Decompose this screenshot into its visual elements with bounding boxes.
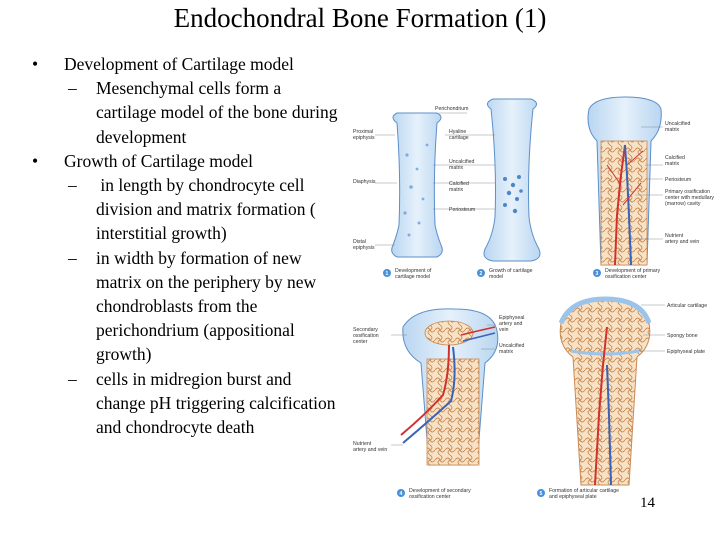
label-calcified-matrix-mid-2: matrix <box>449 187 464 193</box>
sub-bullet-midregion: – cells in midregion burst and change pH… <box>28 367 338 440</box>
sub-bullet-width: – in width by formation of new matrix on… <box>28 246 338 367</box>
sub-bullet-text: cells in midregion burst and change pH t… <box>96 368 336 438</box>
label-nutrient-artery-top-2: artery and vein <box>665 239 699 245</box>
sub-bullet-length: – in length by chondrocyte cell division… <box>28 173 338 246</box>
label-calcified-matrix-top-2: matrix <box>665 161 680 167</box>
label-epiphyseal-vessels-3: vein <box>499 327 509 333</box>
step-caption-1: 1 Development of cartilage model <box>383 268 432 280</box>
step-caption-2: 2 Growth of cartilage model <box>477 268 533 280</box>
stage-1-cartilage-model <box>391 112 443 258</box>
bullet-cartilage-model: • Development of Cartilage model <box>28 52 338 76</box>
label-uncalcified-matrix-low-2: matrix <box>499 349 514 355</box>
bullet-marker: • <box>32 150 39 171</box>
caption-line: Development of secondary <box>409 488 471 494</box>
caption-line: ossification center <box>409 494 451 500</box>
sub-bullet-marker: – <box>68 175 77 196</box>
label-periosteum-mid: Periosteum <box>449 207 475 213</box>
stage-5-articular-cartilage <box>558 296 652 486</box>
slide-title: Endochondral Bone Formation (1) <box>173 3 547 33</box>
caption-line: Growth of cartilage <box>489 268 533 274</box>
label-calcified-matrix-top: Calcified <box>665 155 685 161</box>
label-calcified-matrix-mid: Calcified <box>449 181 469 187</box>
label-primary-ossification: Primary ossification <box>665 189 710 195</box>
caption-line: Development of primary <box>605 268 660 274</box>
bullet-text: Growth of Cartilage model <box>64 150 254 171</box>
label-epiphyseal-plate: Epiphyseal plate <box>667 349 705 355</box>
label-uncalcified-matrix-top: Uncalcified <box>665 121 690 127</box>
label-secondary-ossification: Secondary <box>353 327 378 333</box>
sub-bullet-text: Mesenchymal cells form a cartilage model… <box>96 78 338 147</box>
step-number: 4 <box>400 491 403 497</box>
label-nutrient-artery-top: Nutrient <box>665 233 684 239</box>
bone-formation-figure: Perichondrium Proximal epiphysis Hyaline… <box>353 96 714 500</box>
caption-line: and epiphyseal plate <box>549 494 597 500</box>
sub-bullet-marker: – <box>68 247 77 268</box>
step-caption-3: 3 Development of primary ossification ce… <box>593 268 660 280</box>
label-uncalcified-matrix-low: Uncalcified <box>499 343 524 349</box>
sub-bullet-text: in width by formation of new matrix on t… <box>96 247 317 365</box>
label-uncalcified-matrix-mid: Uncalcified <box>449 159 474 165</box>
caption-line: model <box>489 274 503 280</box>
label-hyaline-cartilage-2: cartilage <box>449 135 469 141</box>
label-uncalcified-matrix-mid-2: matrix <box>449 165 464 171</box>
step-number: 5 <box>540 491 543 497</box>
caption-line: ossification center <box>605 274 647 280</box>
stage-4-secondary-ossification <box>400 308 499 466</box>
step-caption-5: 5 Formation of articular cartilage and e… <box>537 488 619 500</box>
label-nutrient-artery-low-2: artery and vein <box>353 447 387 453</box>
step-caption-4: 4 Development of secondary ossification … <box>397 488 471 500</box>
sub-bullet-marker: – <box>68 368 77 389</box>
bullet-growth: • Growth of Cartilage model <box>28 149 338 173</box>
label-distal-epiphysis: Distal <box>353 239 366 245</box>
slide-body: • Development of Cartilage model – Mesen… <box>28 52 338 439</box>
step-number: 1 <box>386 271 389 277</box>
label-nutrient-artery-low: Nutrient <box>353 441 372 447</box>
caption-line: Development of <box>395 268 432 274</box>
label-perichondrium: Perichondrium <box>435 106 468 112</box>
sub-bullet-text: in length by chondrocyte cell division a… <box>96 175 321 244</box>
step-number: 2 <box>480 271 483 277</box>
page-number: 14 <box>640 495 655 511</box>
label-distal-epiphysis-2: epiphysis <box>353 245 375 251</box>
sub-bullet-marker: – <box>68 78 77 99</box>
label-articular-cartilage: Articular cartilage <box>667 303 707 309</box>
label-epiphyseal-vessels-2: artery and <box>499 321 522 327</box>
leader-lines <box>375 112 665 446</box>
step-number: 3 <box>596 271 599 277</box>
label-spongy-bone: Spongy bone <box>667 333 698 339</box>
bullet-text: Development of Cartilage model <box>64 54 294 74</box>
label-proximal-epiphysis: Proximal <box>353 129 373 135</box>
label-uncalcified-matrix-top-2: matrix <box>665 127 680 133</box>
label-diaphysis: Diaphysis <box>353 179 376 185</box>
bullet-marker: • <box>32 54 39 74</box>
stage-3-primary-ossification <box>587 96 662 266</box>
label-primary-ossification-2: center with medullary <box>665 195 714 201</box>
label-periosteum-right: Periosteum <box>665 177 691 183</box>
stage-2-cartilage-growth <box>483 98 541 262</box>
label-proximal-epiphysis-2: epiphysis <box>353 135 375 141</box>
caption-line: Formation of articular cartilage <box>549 488 619 494</box>
label-primary-ossification-3: (marrow) cavity <box>665 201 701 207</box>
label-epiphyseal-vessels: Epiphyseal <box>499 315 524 321</box>
sub-bullet-mesenchymal: – Mesenchymal cells form a cartilage mod… <box>28 76 338 149</box>
label-hyaline-cartilage: Hyaline <box>449 129 466 135</box>
label-secondary-ossification-3: center <box>353 339 368 345</box>
label-secondary-ossification-2: ossification <box>353 333 379 339</box>
caption-line: cartilage model <box>395 274 430 280</box>
